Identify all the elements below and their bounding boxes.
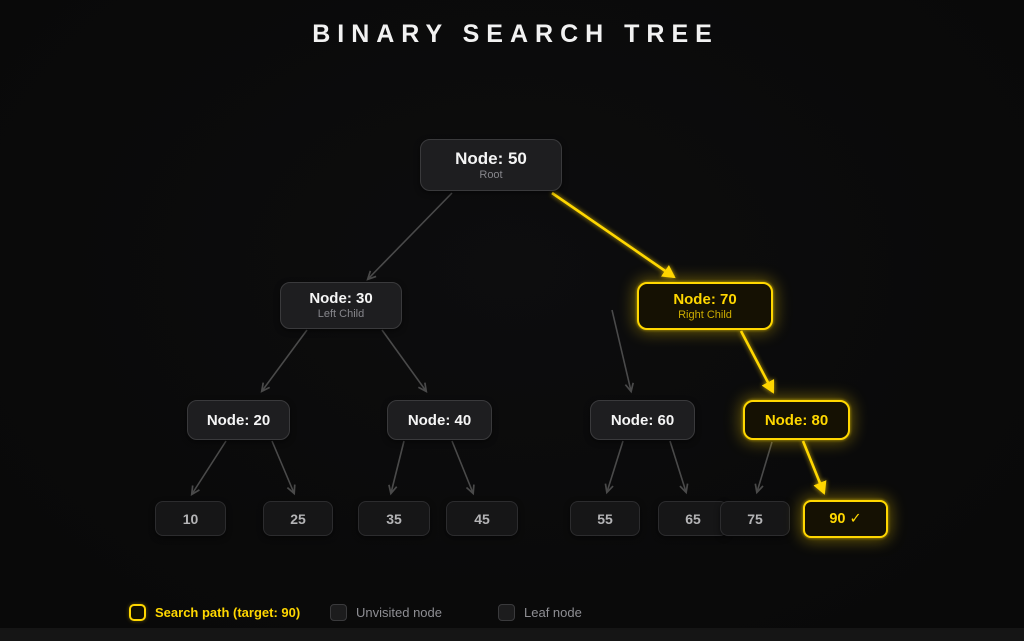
legend-leaf-label: Leaf node <box>524 604 582 620</box>
tree-node-50: Node: 50 Root <box>420 139 562 191</box>
leaf-10-label: 10 <box>182 510 199 527</box>
node-30-label: Node: 30 <box>309 290 373 307</box>
unvisited-node-swatch-icon <box>330 603 347 621</box>
tree-node-60: Node: 60 <box>590 400 695 440</box>
node-40-label: Node: 40 <box>407 411 472 429</box>
edge-60-65 <box>669 440 689 495</box>
tree-leaf-90-found: 90 ✓ <box>803 500 888 538</box>
edge-80-75 <box>754 441 773 495</box>
node-30-sublabel: Left Child <box>317 308 365 320</box>
edge-30-40 <box>381 329 428 393</box>
leaf-90-label: 90 ✓ <box>829 510 862 527</box>
node-60-label: Node: 60 <box>610 411 675 429</box>
legend-item-leaf: Leaf node <box>498 602 582 622</box>
tree-leaf-55: 55 <box>570 501 640 536</box>
node-70-sublabel: Right Child <box>678 308 732 321</box>
edge-70-60 <box>611 309 635 394</box>
tree-leaf-10: 10 <box>155 501 226 536</box>
legend-item-unvisited: Unvisited node <box>330 602 442 622</box>
leaf-25-label: 25 <box>290 510 306 527</box>
edge-40-35 <box>388 440 405 496</box>
tree-node-80-search-path: Node: 80 <box>743 400 850 440</box>
legend-unvisited-label: Unvisited node <box>356 604 442 620</box>
node-70-label: Node: 70 <box>673 290 737 308</box>
leaf-55-label: 55 <box>597 510 613 527</box>
edge-40-45 <box>451 440 475 496</box>
page-title: BINARY SEARCH TREE <box>312 20 719 48</box>
node-20-label: Node: 20 <box>206 411 271 429</box>
tree-leaf-25: 25 <box>263 501 333 536</box>
leaf-65-label: 65 <box>685 510 701 527</box>
search-path-swatch-icon <box>129 603 146 621</box>
tree-leaf-35: 35 <box>358 501 430 536</box>
node-50-label: Node: 50 <box>455 148 527 168</box>
legend-item-search-path: Search path (target: 90) <box>129 602 300 622</box>
edge-20-10 <box>190 440 227 497</box>
edge-70-80-path <box>739 330 775 394</box>
tree-node-40: Node: 40 <box>387 400 492 440</box>
edge-20-25 <box>271 440 296 496</box>
leaf-35-label: 35 <box>386 510 402 527</box>
node-80-label: Node: 80 <box>764 411 829 429</box>
edge-50-70-path <box>551 191 676 279</box>
tree-node-30: Node: 30 Left Child <box>280 282 402 329</box>
edge-50-30 <box>366 192 453 281</box>
tree-leaf-65: 65 <box>658 501 728 536</box>
tree-node-70-search-path: Node: 70 Right Child <box>637 282 773 330</box>
edge-30-20 <box>260 329 308 393</box>
tree-leaf-75: 75 <box>720 501 790 536</box>
legend-search-path-label: Search path (target: 90) <box>155 604 301 620</box>
edge-60-55 <box>604 440 624 495</box>
tree-leaf-45: 45 <box>446 501 518 536</box>
tree-node-20: Node: 20 <box>187 400 290 440</box>
leaf-75-label: 75 <box>747 510 763 527</box>
leaf-45-label: 45 <box>474 510 490 527</box>
edge-80-90-path <box>801 440 827 495</box>
leaf-node-swatch-icon <box>498 603 515 621</box>
node-50-sublabel: Root <box>479 168 503 181</box>
bottom-strip <box>0 628 1024 641</box>
